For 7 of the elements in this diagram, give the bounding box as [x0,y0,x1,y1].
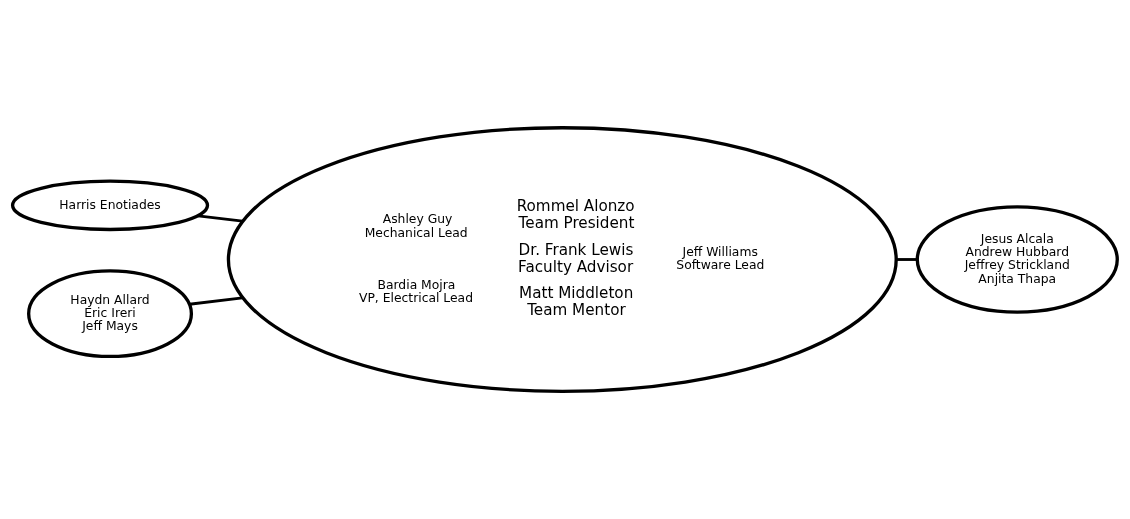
node-ellipse: Jesus Alcala Andrew Hubbard Jeffrey Strickland Anjita Thapa [915,205,1119,314]
connector [896,258,918,261]
node-ellipse: Harris Enotiades [10,179,210,232]
node-ellipse: Haydn Allard Eric Ireri Jeff Mays [27,269,194,359]
node-ellipse: Ashley Guy Mechanical Lead Bardia Mojra VP, Electrical Lead Rommel Alonzo Team President Dr. Frank Lewis Faculty Advisor Matt Middleton Team Mentor Jeff Williams Software Lead [226,126,898,393]
connector [189,296,243,306]
connector [197,214,243,223]
